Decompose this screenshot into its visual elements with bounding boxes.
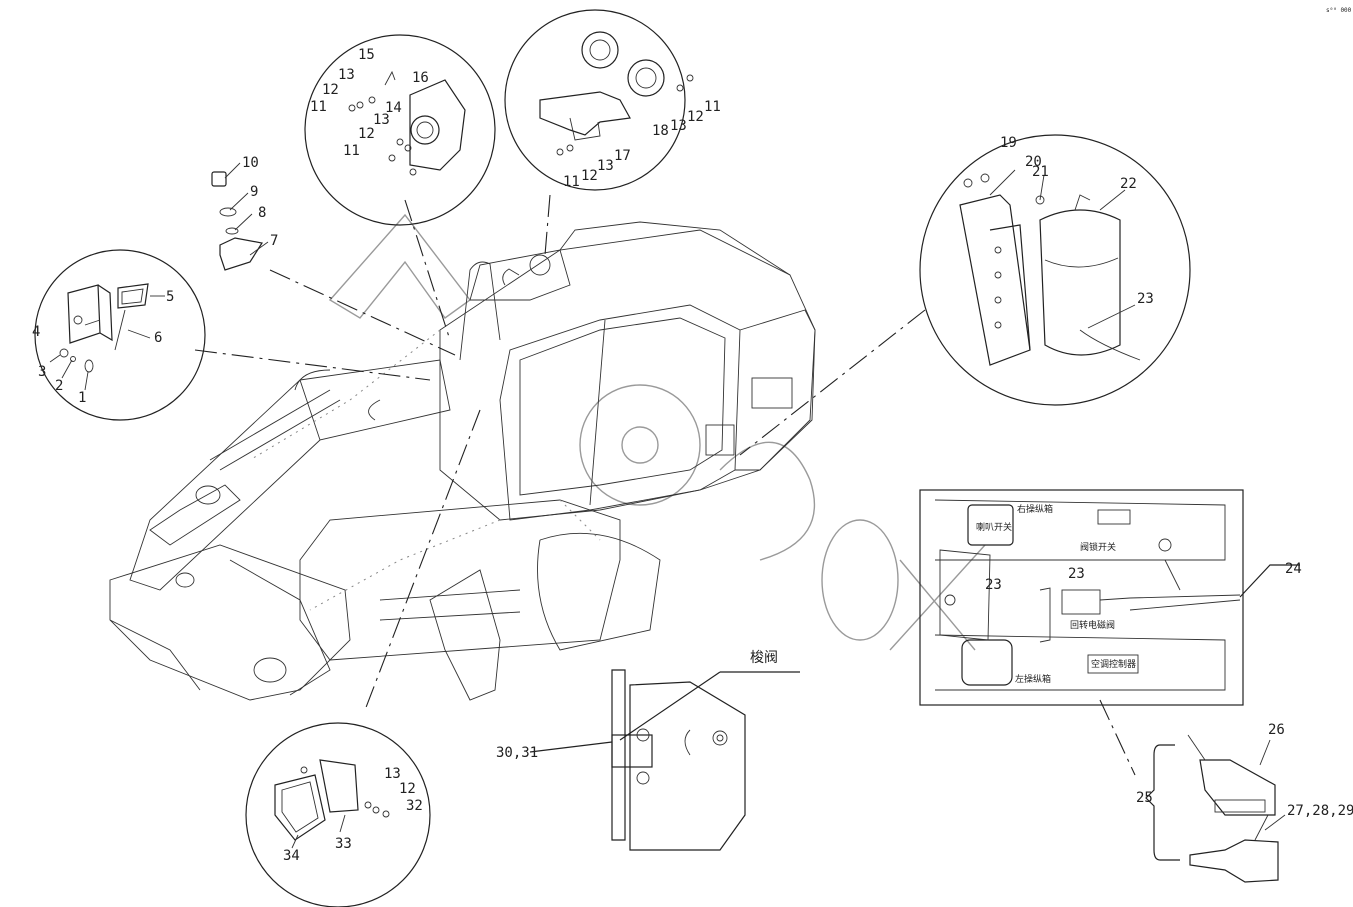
callout-13-d: 13 [670, 118, 687, 134]
callout-numbers: 1 2 3 4 5 6 7 8 9 10 11 12 13 15 16 14 1… [32, 47, 1353, 864]
callout-25: 25 [1136, 790, 1153, 806]
corner-mark: s⁰⁰ 000 [1326, 7, 1352, 14]
callout-23-b: 23 [985, 577, 1002, 593]
callout-23-c: 23 [1068, 566, 1085, 582]
panel-label-ac-controller: 空调控制器 [1091, 658, 1136, 670]
callout-1: 1 [78, 390, 86, 406]
callout-12-e: 12 [399, 781, 416, 797]
callout-22: 22 [1120, 176, 1137, 192]
callout-7: 7 [270, 233, 278, 249]
shuttle-valve-detail [529, 669, 800, 851]
detail-circle-tank [919, 134, 1191, 406]
detail-circle-rear-light [245, 722, 431, 907]
control-panel-detail [919, 489, 1300, 706]
callout-17: 17 [614, 148, 631, 164]
panel-label-valve-lock-switch: 阀锁开关 [1080, 541, 1116, 553]
callout-10: 10 [242, 155, 259, 171]
callout-24: 24 [1285, 561, 1302, 577]
callout-30-31: 30,31 [496, 745, 538, 761]
callout-11-c: 11 [563, 174, 580, 190]
callout-20: 20 [1025, 154, 1042, 170]
leader-lines [194, 194, 1136, 776]
callout-15: 15 [358, 47, 375, 63]
callout-34: 34 [283, 848, 300, 864]
callout-19: 19 [1000, 135, 1017, 151]
callout-26: 26 [1268, 722, 1285, 738]
callout-3: 3 [38, 364, 46, 380]
callout-13-c: 13 [597, 158, 614, 174]
callout-11-b: 11 [343, 143, 360, 159]
callout-13-b: 13 [373, 112, 390, 128]
shuttle-valve-label: 梭阀 [750, 649, 778, 666]
panel-label-swing-solenoid: 回转电磁阀 [1070, 619, 1115, 631]
callout-2: 2 [55, 378, 63, 394]
callout-11-a: 11 [310, 99, 327, 115]
callout-leaders [49, 162, 1286, 849]
callout-14: 14 [385, 100, 402, 116]
callout-9: 9 [250, 184, 258, 200]
callout-4: 4 [32, 324, 40, 340]
detail-circle-horns [504, 9, 694, 191]
callout-11-d: 11 [704, 99, 721, 115]
watermark [328, 213, 986, 651]
excavator-drawing [109, 221, 816, 701]
callout-8: 8 [258, 205, 266, 221]
callout-5: 5 [166, 289, 174, 305]
detail-circle-horn-switch [304, 34, 496, 226]
callout-21: 21 [1032, 164, 1049, 180]
callout-12-c: 12 [581, 168, 598, 184]
callout-16: 16 [412, 70, 429, 86]
panel-label-right-control-box: 右操纵箱 [1017, 503, 1053, 515]
limit-switch-detail [1145, 734, 1279, 883]
callout-23-a: 23 [1137, 291, 1154, 307]
panel-label-left-control-box: 左操纵箱 [1015, 673, 1051, 685]
callout-27-28-29: 27,28,29 [1287, 803, 1353, 819]
callout-12-b: 12 [358, 126, 375, 142]
bracket-parts [211, 171, 263, 271]
callout-13-a: 13 [338, 67, 355, 83]
detail-circle-worklight [34, 249, 206, 421]
callout-12-a: 12 [322, 82, 339, 98]
panel-labels: 右操纵箱 喇叭开关 阀锁开关 回转电磁阀 空调控制器 左操纵箱 [976, 503, 1136, 685]
callout-32: 32 [406, 798, 423, 814]
callout-12-d: 12 [687, 109, 704, 125]
callout-6: 6 [154, 330, 162, 346]
callout-18: 18 [652, 123, 669, 139]
callout-13-e: 13 [384, 766, 401, 782]
callout-33: 33 [335, 836, 352, 852]
panel-label-horn-switch: 喇叭开关 [976, 521, 1012, 533]
